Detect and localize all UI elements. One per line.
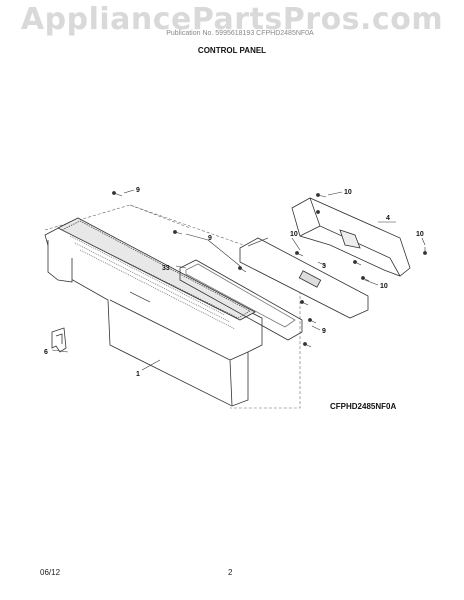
part-rear-cover <box>291 197 411 277</box>
callout-3: 3 <box>322 263 326 270</box>
screw-icons <box>112 191 427 348</box>
callout-6: 6 <box>44 349 48 356</box>
publication-header: Publication No. 5995618193 CFPHD2485NF0A <box>166 30 314 37</box>
part-bracket <box>51 327 67 353</box>
callout-1: 1 <box>136 371 140 378</box>
callout-9-top: 9 <box>136 187 140 194</box>
callout-10-mid: 10 <box>290 231 298 238</box>
footer-page-number: 2 <box>228 568 233 577</box>
part-control-board <box>239 237 369 319</box>
callout-33: 33 <box>162 265 170 272</box>
watermark-logo: AppliancePartsPros.com <box>20 2 444 37</box>
footer-date: 06/12 <box>40 568 61 577</box>
callout-4: 4 <box>386 215 390 222</box>
callout-10-top: 10 <box>344 189 352 196</box>
part-gasket <box>179 259 303 341</box>
callout-9-mid: 9 <box>208 235 212 242</box>
callout-leaders <box>51 189 426 371</box>
assembly-outline <box>44 204 301 409</box>
callout-labels: 9 10 4 10 9 10 33 3 10 9 6 1 <box>44 187 424 378</box>
part-control-panel <box>44 217 263 407</box>
callout-10-right: 10 <box>416 231 424 238</box>
callout-10-low: 10 <box>380 283 388 290</box>
section-title: CONTROL PANEL <box>197 46 267 55</box>
callout-9-low: 9 <box>322 328 326 335</box>
model-code: CFPHD2485NF0A <box>330 402 397 411</box>
